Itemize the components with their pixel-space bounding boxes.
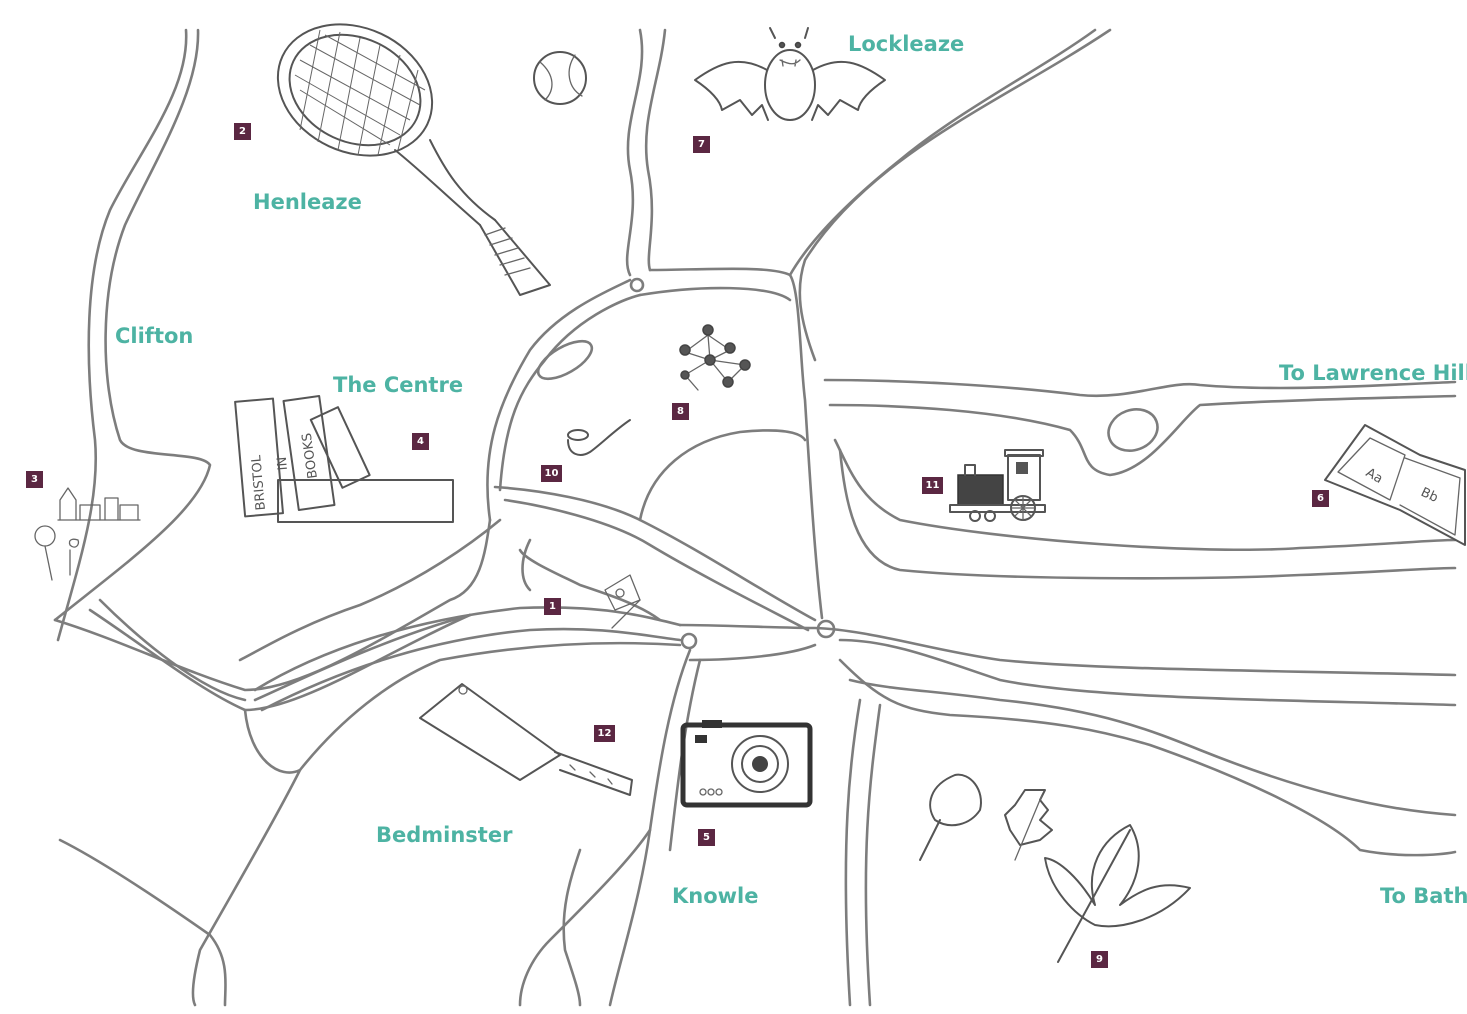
steam-train-icon: [949, 449, 1046, 522]
books-spine-text: BRISTOL: [249, 454, 269, 511]
abc-text-right: Bb: [1418, 485, 1440, 506]
map-marker-1[interactable]: 1: [544, 598, 561, 615]
map-marker-3[interactable]: 3: [26, 471, 43, 488]
svg-text:IN: IN: [275, 456, 291, 471]
area-label-to-lawrence-hill: To Lawrence Hill: [1279, 361, 1467, 385]
area-label-clifton: Clifton: [115, 324, 194, 348]
map-marker-9[interactable]: 9: [1091, 951, 1108, 968]
svg-text:BOOKS: BOOKS: [300, 432, 321, 480]
bat-icon: [694, 27, 886, 121]
roads: [53, 28, 1457, 1007]
map-marker-4[interactable]: 4: [412, 433, 429, 450]
map-marker-7[interactable]: 7: [693, 136, 710, 153]
cleaver-icon: [419, 683, 633, 796]
area-label-knowle: Knowle: [672, 884, 759, 908]
pipe-icon: [567, 419, 631, 456]
map-marker-12[interactable]: 12: [594, 725, 615, 742]
abc-text-left: Aa: [1363, 465, 1385, 486]
map-marker-2[interactable]: 2: [234, 123, 251, 140]
tennis-racket-icon: [276, 23, 551, 296]
area-label-henleaze: Henleaze: [253, 190, 362, 214]
area-label-bedminster: Bedminster: [376, 823, 513, 847]
baseball-icon: [533, 51, 587, 105]
map-marker-5[interactable]: 5: [698, 829, 715, 846]
map-marker-8[interactable]: 8: [672, 403, 689, 420]
map-marker-11[interactable]: 11: [922, 477, 943, 494]
leaves-icon: [919, 773, 1191, 963]
pirate-flag-icon: [604, 574, 641, 629]
map-marker-6[interactable]: 6: [1312, 490, 1329, 507]
alphabet-book-icon: Aa Bb: [1324, 424, 1466, 546]
village-flowers-icon: [34, 487, 141, 581]
books-icon: BRISTOL IN BOOKS: [234, 395, 454, 523]
area-label-the-centre: The Centre: [333, 373, 464, 397]
map-marker-10[interactable]: 10: [541, 465, 562, 482]
camera-icon: [680, 720, 813, 808]
area-label-lockleaze: Lockleaze: [848, 32, 965, 56]
network-people-icon: [679, 324, 751, 391]
area-label-to-bath: To Bath: [1380, 884, 1467, 908]
